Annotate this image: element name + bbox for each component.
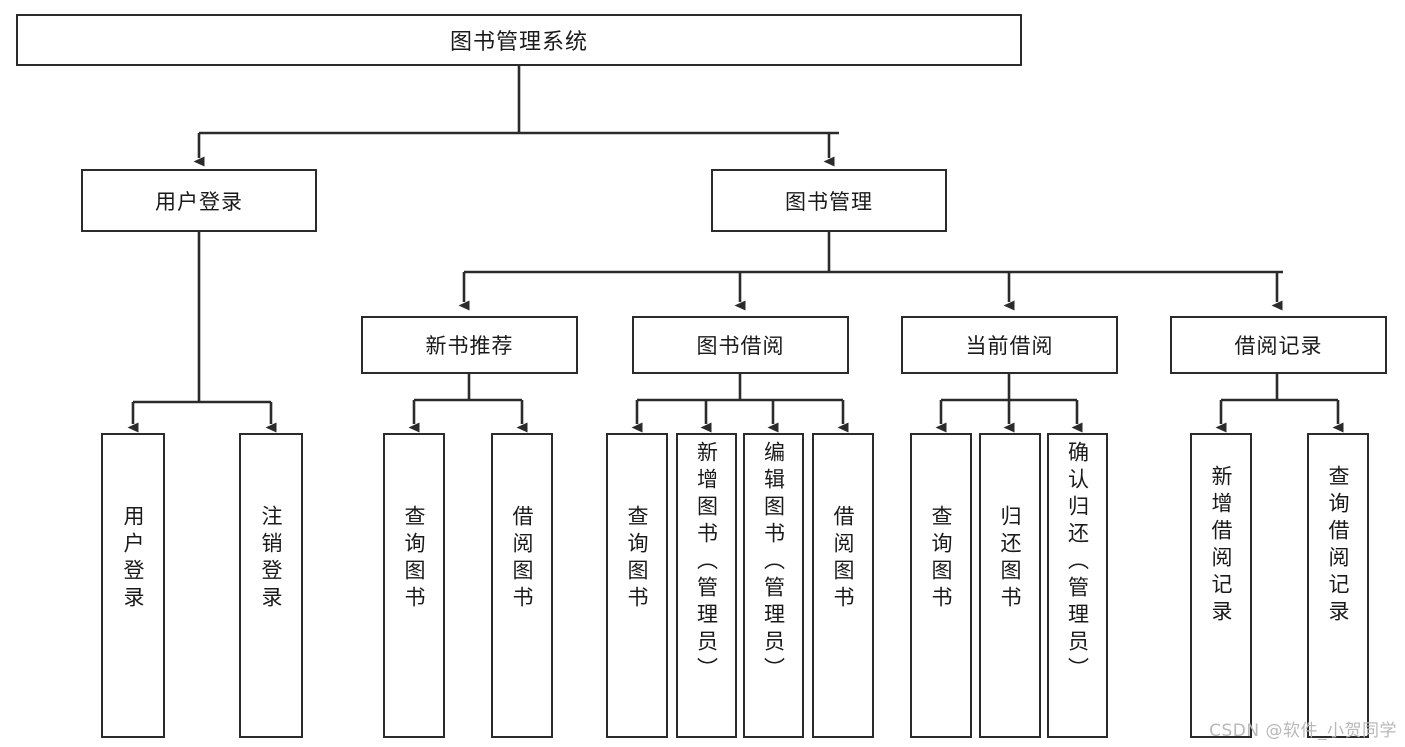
watermark-text: CSDN @软件_小贺同学 [1209,721,1397,741]
node-label: 注销登录 [259,505,284,613]
node-label: 查询图书 [402,505,427,613]
leaf-user-logout[interactable]: 注销登录 [239,433,303,738]
node-label: 图书借阅 [696,334,785,358]
node-label: 借阅图书 [510,505,535,613]
leaf-add-record[interactable]: 新增借阅记录 [1190,433,1252,738]
leaf-query-book-1[interactable]: 查询图书 [383,433,445,738]
node-label: 新书推荐 [425,334,514,358]
node-label: 新增借阅记录 [1209,465,1234,627]
leaf-return-book[interactable]: 归还图书 [979,433,1041,738]
node-label: 当前借阅 [965,334,1054,358]
node-book-management[interactable]: 图书管理 [711,169,947,232]
node-label: 确认归还（管理员） [1065,441,1090,684]
leaf-borrow-book-1[interactable]: 借阅图书 [491,433,553,738]
leaf-query-book-2[interactable]: 查询图书 [606,433,668,738]
node-root-system[interactable]: 图书管理系统 [16,14,1022,66]
node-label: 编辑图书（管理员） [761,441,786,684]
leaf-edit-book[interactable]: 编辑图书（管理员） [743,433,804,738]
node-label: 查询图书 [625,505,650,613]
node-label: 用户登录 [155,189,243,214]
node-label: 图书管理 [785,189,873,214]
node-new-book-recommend[interactable]: 新书推荐 [361,316,578,374]
node-borrow-record[interactable]: 借阅记录 [1170,316,1387,374]
node-label: 借阅图书 [831,505,856,613]
node-label: 归还图书 [998,505,1023,613]
leaf-query-book-3[interactable]: 查询图书 [910,433,972,738]
node-current-borrow[interactable]: 当前借阅 [901,316,1118,374]
leaf-borrow-book-2[interactable]: 借阅图书 [812,433,874,738]
leaf-query-record[interactable]: 查询借阅记录 [1307,433,1369,738]
node-label: 查询图书 [929,505,954,613]
node-label: 借阅记录 [1234,334,1323,358]
node-label: 图书管理系统 [449,30,588,55]
node-label: 查询借阅记录 [1326,465,1351,627]
node-user-login[interactable]: 用户登录 [81,169,317,232]
node-label: 新增图书（管理员） [694,441,719,684]
leaf-add-book[interactable]: 新增图书（管理员） [676,433,737,738]
node-book-borrow[interactable]: 图书借阅 [632,316,849,374]
leaf-confirm-return[interactable]: 确认归还（管理员） [1047,433,1108,738]
node-label: 用户登录 [121,505,146,613]
leaf-user-login[interactable]: 用户登录 [101,433,165,738]
